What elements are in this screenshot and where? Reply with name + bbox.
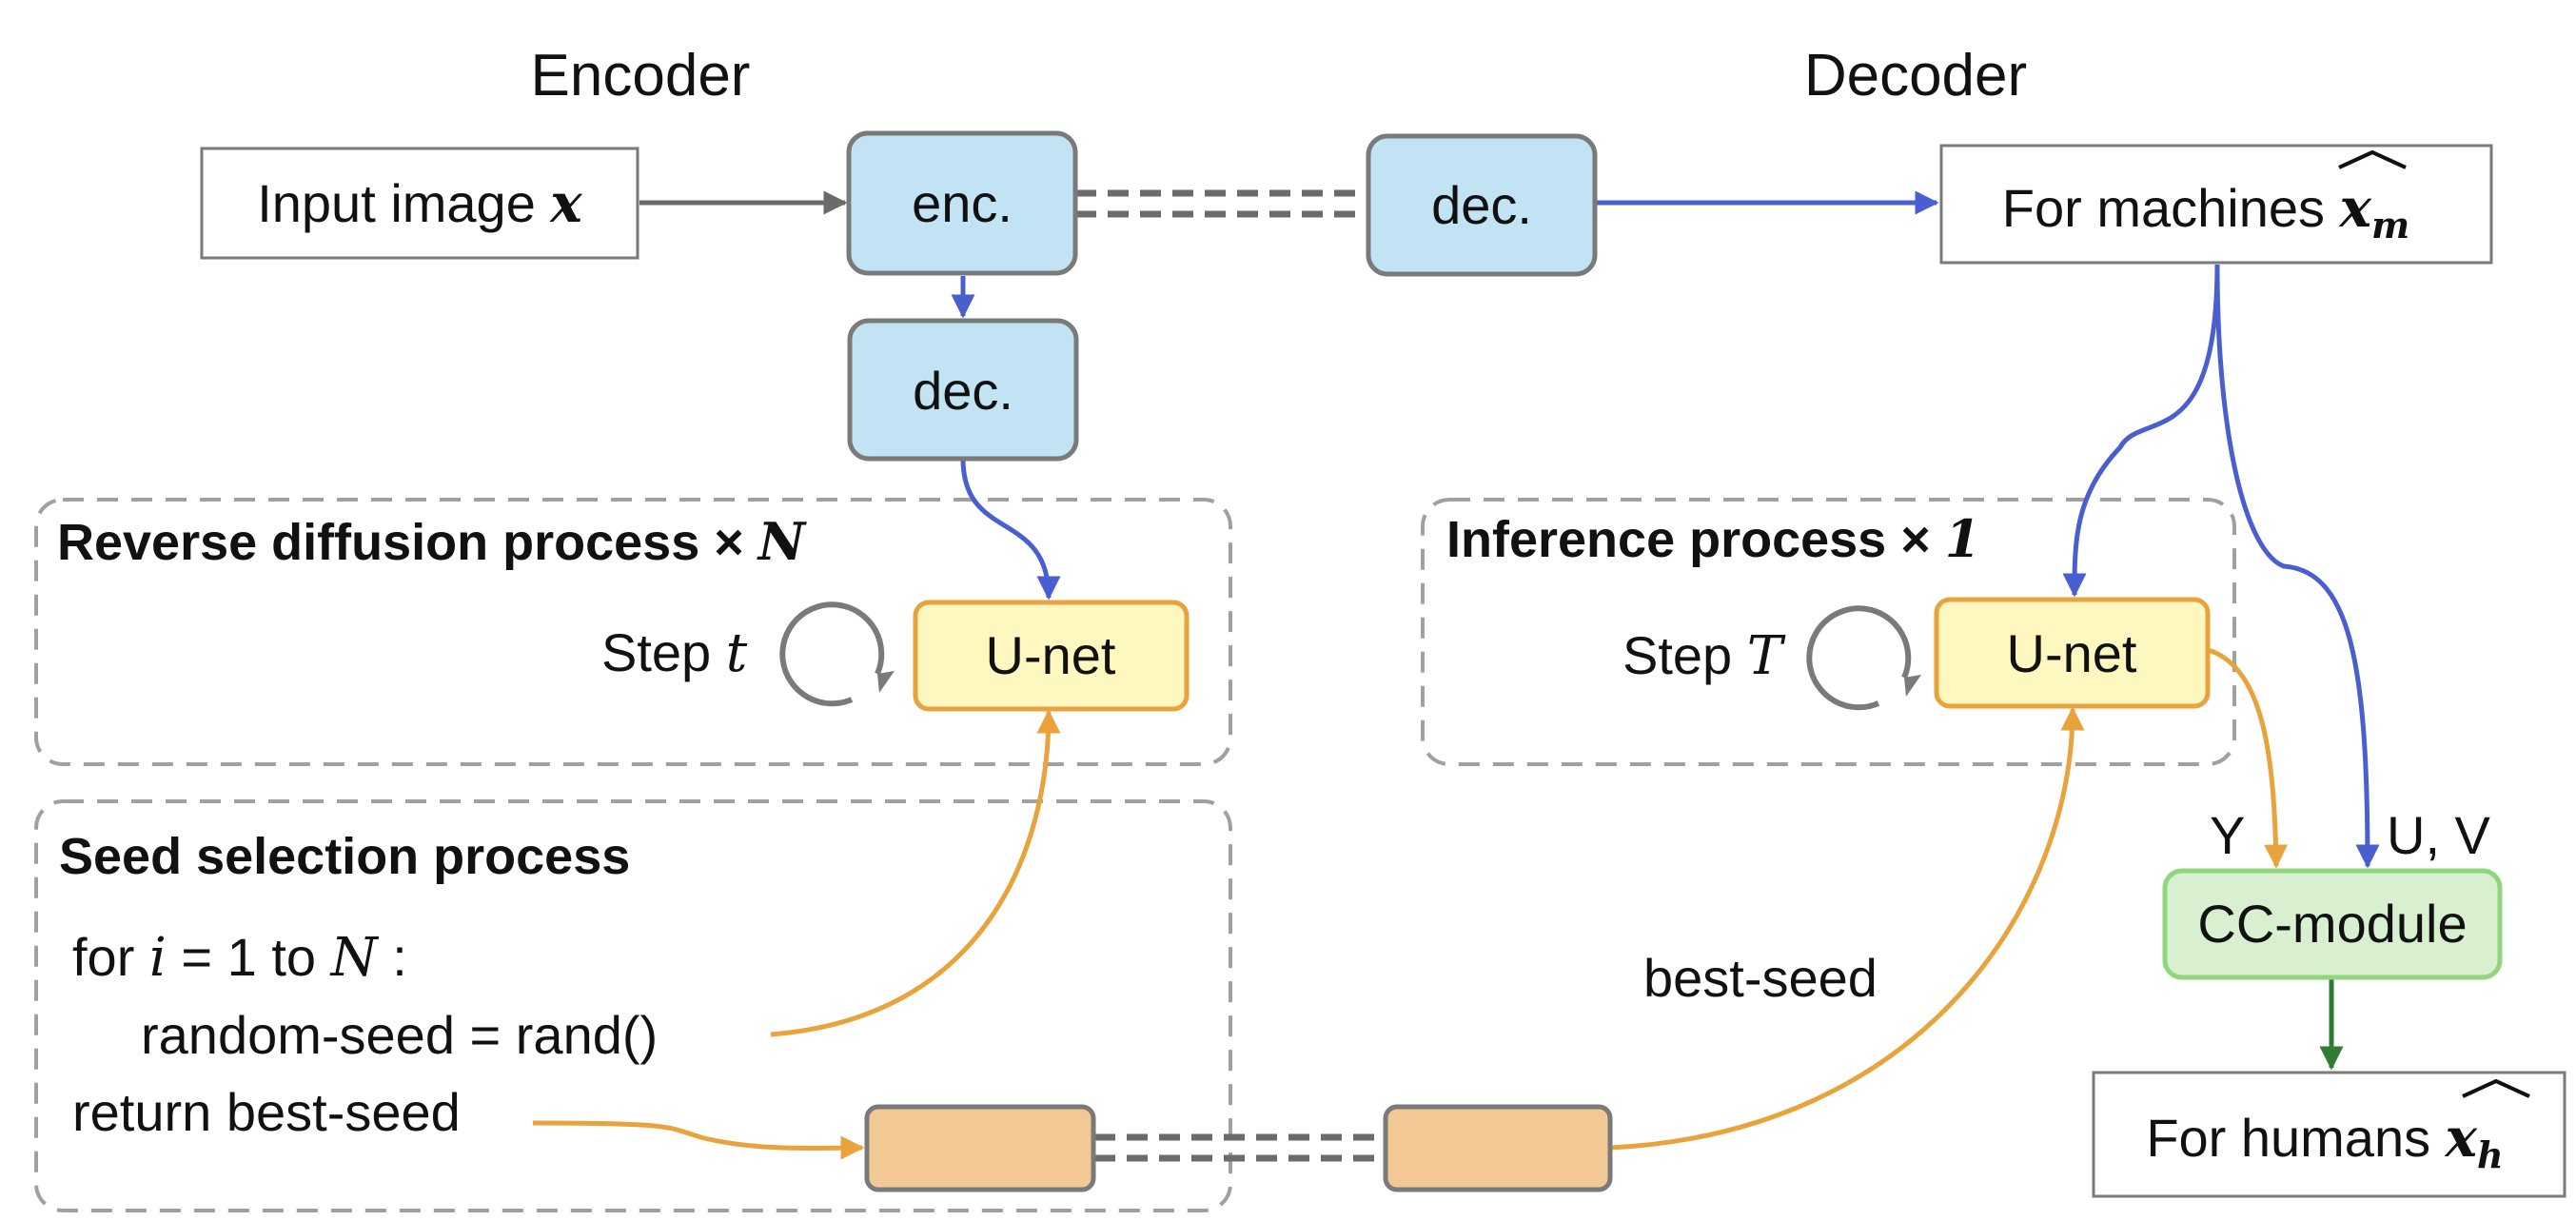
dec-to-unet-left-arrow [960,458,1061,601]
for-humans-box [2092,1071,2566,1198]
enc-box [846,130,1078,276]
seed-link [1094,1133,1385,1162]
for-humans-label: For humans xh [2146,1107,2503,1176]
seed-code-line3: return best-seed [72,1082,461,1142]
dec-left-box [847,318,1079,462]
cc-module-label: CC-module [2197,894,2467,954]
step-t-text: Step [601,622,726,682]
seed-code-line1: for i = 1 to N : [72,927,407,989]
enc-dec-link [1075,189,1368,218]
reverse-diffusion-title-text: Reverse diffusion process × [57,514,758,571]
seed-code-i: i [149,927,167,989]
input-image-label: Input image x [257,172,582,235]
for-humans-symbol: x [2445,1107,2478,1170]
for-machines-subscript: m [2371,204,2409,246]
step-T-symbol: T [1747,625,1786,687]
best-seed-to-box-arrow [532,1120,865,1160]
uv-label: U, V [2387,805,2491,865]
dec-left-label: dec. [913,361,1013,421]
inference-title-text: Inference process × [1446,511,1945,568]
seed-box-left [864,1104,1096,1192]
encoder-title: Encoder [531,43,751,108]
dec-top-right-label: dec. [1431,175,1532,235]
loop-right-icon [1806,605,1921,711]
seed-code-line2: random-seed = rand() [141,1005,658,1065]
for-humans-hat [2462,1078,2530,1098]
loop-left-icon [779,601,895,707]
y-label: Y [2210,805,2245,865]
best-seed-to-unet-right-arrow [1609,706,2085,1151]
machines-to-unet-right-arrow [2062,264,2220,598]
reverse-diffusion-group [34,498,1232,766]
unet-left-label: U-net [986,625,1116,685]
seed-code-for: for [72,927,149,987]
for-machines-label: For machines xm [2002,177,2409,246]
enc-label: enc. [912,173,1013,233]
seed-code-range: = 1 to [167,927,331,987]
random-seed-to-unet-arrow [770,709,1061,1037]
reverse-diffusion-title: Reverse diffusion process × N [57,511,808,572]
unet-right-box [1934,597,2211,709]
for-humans-subscript: h [2477,1133,2504,1176]
unet-to-cc-y-arrow [2207,647,2289,869]
for-humans-text: For humans [2146,1108,2445,1168]
for-machines-text: For machines [2002,178,2340,238]
input-image-symbol: x [549,172,582,235]
dec-top-right-box [1366,133,1598,277]
machines-to-cc-uv-arrow [2214,264,2380,869]
reverse-diffusion-n-symbol: N [757,511,808,572]
for-machines-symbol: x [2339,177,2372,240]
seed-selection-title: Seed selection process [59,828,630,885]
step-T-label: Step T [1622,625,1786,687]
inference-one-symbol: 1 [1945,508,1981,569]
input-image-box [200,147,639,260]
unet-right-label: U-net [2007,623,2137,683]
for-machines-hat [2338,149,2407,169]
input-image-text: Input image [257,173,550,233]
inference-title: Inference process × 1 [1446,508,1980,569]
best-seed-label: best-seed [1643,948,1878,1008]
decoder-title: Decoder [1804,43,2027,108]
step-t-label: Step t [601,622,748,684]
inference-group [1421,498,2236,766]
seed-code-n: N [329,927,380,989]
seed-box-right [1383,1104,1613,1192]
seed-code-colon: : [378,927,407,987]
cc-module-box [2162,868,2503,980]
step-T-text: Step [1622,625,1747,685]
step-t-symbol: t [726,622,748,684]
unet-left-box [913,600,1190,712]
